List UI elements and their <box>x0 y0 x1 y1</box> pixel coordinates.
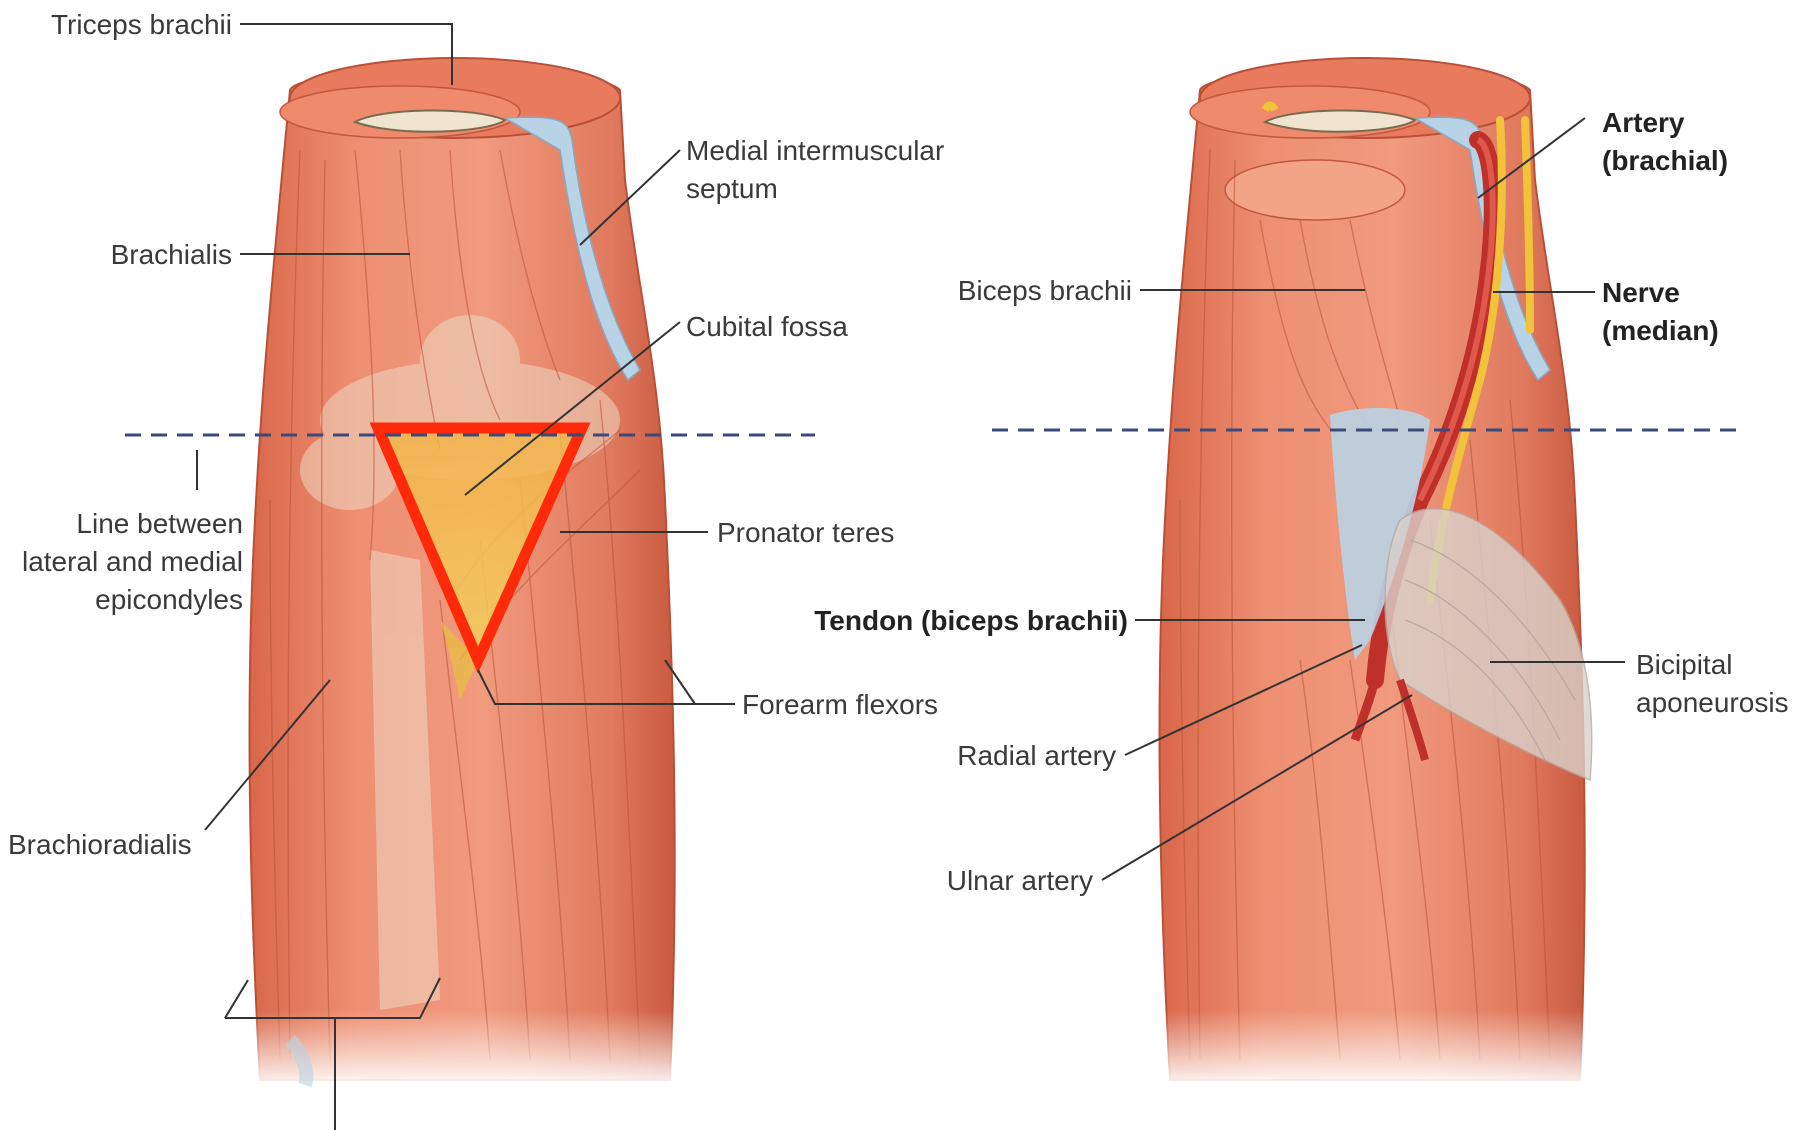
label-epicondyle-line: Line between lateral and medial epicondy… <box>0 505 243 619</box>
label-epicondyle-line1: Line between <box>0 505 243 543</box>
label-aponeurosis-line1: Bicipital <box>1636 646 1789 684</box>
label-forearm-flexors: Forearm flexors <box>742 686 938 724</box>
label-septum-line2: septum <box>686 170 944 208</box>
label-nerve-line1: Nerve <box>1602 274 1719 312</box>
left-arm-illustration <box>240 58 700 1090</box>
label-bicipital-aponeurosis: Bicipital aponeurosis <box>1636 646 1789 722</box>
label-biceps-brachii: Biceps brachii <box>900 272 1132 310</box>
label-cubital-fossa: Cubital fossa <box>686 308 848 346</box>
label-epicondyle-line2: lateral and medial <box>0 543 243 581</box>
label-nerve-line2: (median) <box>1602 312 1719 350</box>
label-aponeurosis-line2: aponeurosis <box>1636 684 1789 722</box>
label-pronator-teres: Pronator teres <box>717 514 894 552</box>
label-tendon-biceps-brachii: Tendon (biceps brachii) <box>760 602 1128 640</box>
label-artery-line2: (brachial) <box>1602 142 1728 180</box>
label-epicondyle-line3: epicondyles <box>0 581 243 619</box>
label-artery-brachial: Artery (brachial) <box>1602 104 1728 180</box>
label-brachialis: Brachialis <box>20 236 232 274</box>
label-medial-intermuscular-septum: Medial intermuscular septum <box>686 132 944 208</box>
label-septum-line1: Medial intermuscular <box>686 132 944 170</box>
right-arm-illustration <box>1150 58 1610 1090</box>
label-brachioradialis: Brachioradialis <box>8 826 192 864</box>
label-nerve-median: Nerve (median) <box>1602 274 1719 350</box>
label-radial-artery: Radial artery <box>900 737 1116 775</box>
label-ulnar-artery: Ulnar artery <box>900 862 1093 900</box>
label-artery-line1: Artery <box>1602 104 1728 142</box>
right-biceps-top <box>1225 160 1405 220</box>
label-triceps-brachii: Triceps brachii <box>20 6 232 44</box>
